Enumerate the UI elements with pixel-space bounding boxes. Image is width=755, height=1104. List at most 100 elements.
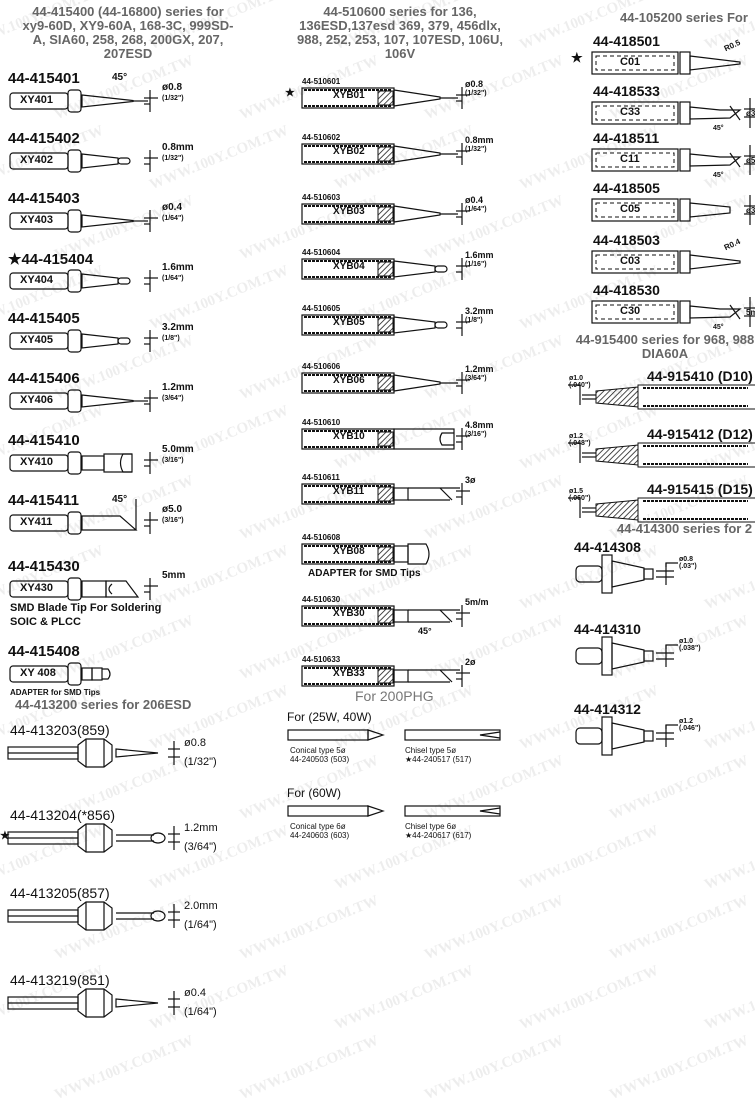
tip-code: C33 bbox=[620, 106, 641, 118]
tip-drawing bbox=[301, 87, 470, 109]
tip-drawing bbox=[301, 543, 430, 565]
tip-dimension-fraction: (3/64") bbox=[162, 395, 184, 402]
tip-drawing bbox=[9, 577, 158, 601]
tip-dimension-fraction: (1/64") bbox=[162, 275, 184, 282]
tip-type-label: Chisel type 6ø bbox=[405, 822, 457, 831]
watermark-text: WWW.100Y.COM.TW bbox=[702, 682, 755, 754]
part-number: 44-510601 bbox=[302, 77, 341, 86]
tip-code: XYB30 bbox=[333, 608, 365, 619]
part-number: 44-510610 bbox=[302, 418, 341, 427]
part-number: 44-510606 bbox=[302, 362, 341, 371]
tip-code: XY430 bbox=[20, 582, 54, 594]
tip-code: C05 bbox=[620, 203, 641, 215]
tip-dimension-fraction: (1/64") bbox=[184, 1006, 217, 1018]
series-title: 988, 252, 253, 107, 107ESD, 106U, bbox=[297, 32, 503, 47]
tip-dimension-fraction: (1/64") bbox=[465, 206, 487, 213]
tip-dimension-fraction: (1/32") bbox=[184, 756, 217, 768]
tip-dimension: 5.0mm bbox=[162, 444, 194, 455]
tip-drawing bbox=[301, 428, 470, 450]
tip-code: C01 bbox=[620, 56, 641, 68]
tip-code: XYB33 bbox=[333, 668, 365, 679]
tip-dimension: ø1.0 bbox=[679, 638, 694, 645]
tip-angle: 45° bbox=[713, 172, 724, 179]
tip-code: XY402 bbox=[20, 154, 54, 166]
series-title: 44-105200 series For bbox=[620, 10, 748, 25]
tip-dimension: ø5.0 bbox=[162, 504, 183, 515]
part-number: 44-415410 bbox=[8, 432, 80, 449]
part-number: 44-418503 bbox=[593, 232, 660, 248]
tip-code: XYB04 bbox=[333, 261, 365, 272]
chisel-tip-drawing bbox=[404, 729, 501, 741]
tip-dimension-fraction: (1/8") bbox=[162, 335, 180, 342]
series-title: DIA60A bbox=[641, 346, 689, 361]
tip-type-label: Chisel type 5ø bbox=[405, 746, 457, 755]
part-number: 44-418501 bbox=[593, 33, 660, 49]
tip-drawing bbox=[301, 665, 470, 687]
watermark-text: WWW.100Y.COM.TW bbox=[332, 962, 476, 1034]
series-title: 44-415400 (44-16800) series for bbox=[32, 4, 224, 19]
part-number: 44-415403 bbox=[8, 190, 80, 207]
tip-drawing bbox=[591, 51, 741, 75]
watermark-text: WWW.100Y.COM.TW bbox=[607, 1032, 751, 1104]
tip-drawing bbox=[591, 145, 755, 175]
watermark-text: WWW.100Y.COM.TW bbox=[517, 962, 661, 1034]
part-number: 44-915410 (D10) bbox=[647, 368, 753, 384]
tip-drawing bbox=[591, 250, 741, 274]
tip-dimension: ø0.8 bbox=[184, 737, 207, 749]
part-number: 44-240603 (603) bbox=[290, 831, 350, 840]
tip-dimension: 1.2mm bbox=[465, 364, 494, 374]
watermark-text: WWW.100Y.COM.TW bbox=[422, 892, 566, 964]
tip-drawing bbox=[9, 662, 111, 686]
tip-dimension: ø3 bbox=[746, 206, 755, 215]
nozzle-drawing bbox=[568, 497, 755, 523]
part-number: ★44-415404 bbox=[8, 251, 94, 268]
tip-dimension: ø1.2 bbox=[679, 718, 694, 725]
tip-code: C30 bbox=[620, 305, 641, 317]
star-icon: ★ bbox=[285, 87, 295, 99]
tip-dimension-fraction: (1/64") bbox=[184, 919, 217, 931]
tip-drawing bbox=[7, 738, 180, 768]
tip-code: XY403 bbox=[20, 214, 54, 226]
series-title: 44-510600 series for 136, bbox=[323, 4, 477, 19]
series-title: 207ESD bbox=[103, 46, 153, 61]
tip-code: C03 bbox=[620, 255, 641, 267]
tip-code: XY410 bbox=[20, 456, 54, 468]
tip-code: XY401 bbox=[20, 94, 54, 106]
tip-dimension: 3.2mm bbox=[465, 306, 494, 316]
tip-dimension-fraction: (3/16") bbox=[162, 517, 184, 524]
part-number: 44-510630 bbox=[302, 595, 341, 604]
tip-dimension-fraction: (1/32") bbox=[465, 146, 487, 153]
series-title: 44-413200 series for 206ESD bbox=[15, 697, 192, 712]
part-number: 44-415405 bbox=[8, 310, 80, 327]
tip-code: C11 bbox=[620, 153, 640, 165]
group-heading: For (60W) bbox=[287, 786, 341, 800]
tip-dimension: 3ø bbox=[465, 475, 476, 485]
watermark-text: WWW.100Y.COM.TW bbox=[52, 1032, 196, 1104]
tip-drawing bbox=[301, 605, 470, 627]
part-number: ★44-240617 (617) bbox=[405, 831, 472, 840]
tip-dimension: ø1.5 bbox=[569, 488, 584, 495]
tip-note: SOIC & PLCC bbox=[10, 616, 81, 628]
tip-dimension: 3.2mm bbox=[162, 322, 194, 333]
part-number: 44-418505 bbox=[593, 180, 660, 196]
watermark-text: WWW.100Y.COM.TW bbox=[607, 892, 751, 964]
tip-code: XYB11 bbox=[333, 486, 365, 497]
nozzle-drawing bbox=[568, 384, 755, 410]
part-number: ★44-240517 (517) bbox=[405, 755, 472, 764]
watermark-text: WWW.100Y.COM.TW bbox=[702, 962, 755, 1034]
tip-drawing bbox=[9, 451, 158, 475]
tip-code: XYB03 bbox=[333, 206, 365, 217]
part-number: 44-510633 bbox=[302, 655, 341, 664]
series-title: 44-915400 series for 968, 988 bbox=[575, 332, 755, 347]
tip-drawing bbox=[9, 209, 158, 233]
tip-type-label: Conical type 5ø bbox=[290, 746, 346, 755]
desoldering-nozzle-drawing bbox=[575, 716, 678, 756]
conical-tip-drawing bbox=[287, 805, 385, 817]
tip-dimension: ø0.8 bbox=[679, 556, 694, 563]
part-number: 44-415411 bbox=[8, 492, 79, 509]
part-number: 44-418533 bbox=[593, 83, 660, 99]
tip-code: XY406 bbox=[20, 394, 54, 406]
part-number: 44-415401 bbox=[8, 70, 80, 87]
tip-note: SMD Blade Tip For Soldering bbox=[10, 602, 162, 614]
tip-dimension-fraction: (1/64") bbox=[162, 215, 184, 222]
